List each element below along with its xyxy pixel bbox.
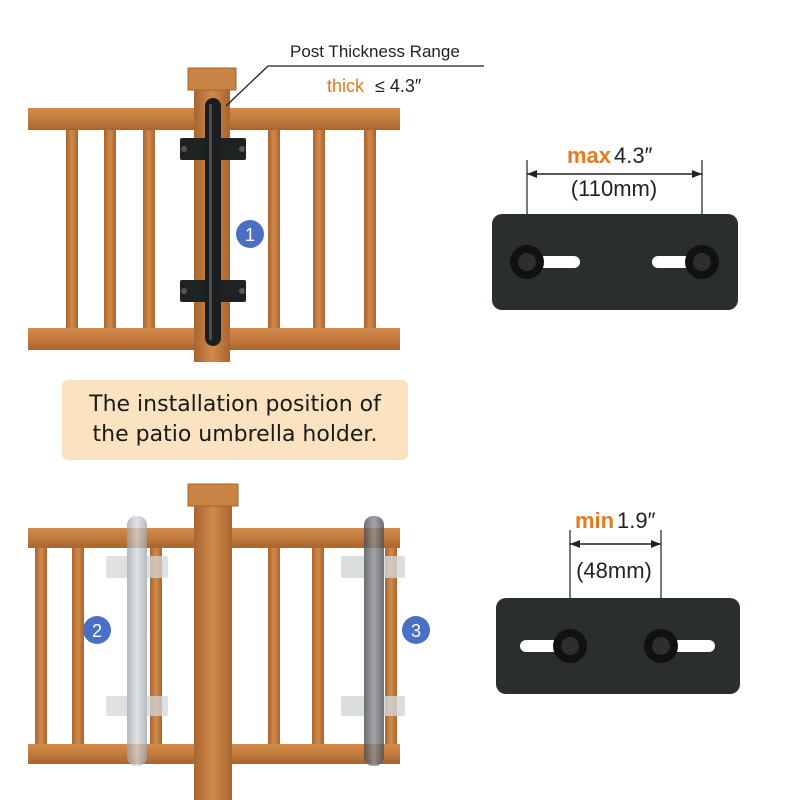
baluster [268, 548, 280, 744]
thick-value: ≤ 4.3″ [375, 76, 422, 96]
thick-word: thick [327, 76, 365, 96]
bottom-balusters [35, 548, 397, 744]
min-word: min [575, 508, 614, 533]
max-knob-left [510, 245, 544, 279]
max-slot-left [534, 256, 580, 268]
baluster [364, 130, 376, 328]
max-mm: (110mm) [571, 176, 657, 201]
min-knob-left [553, 629, 587, 663]
badge-2-label: 2 [92, 621, 102, 641]
baluster [385, 548, 397, 744]
badge-3-label: 3 [411, 621, 421, 641]
umbrella-holder-pole [205, 98, 221, 346]
baluster [312, 548, 324, 744]
post-range-title: Post Thickness Range [290, 42, 460, 61]
post-leader-line [225, 65, 484, 107]
top-railing [28, 67, 400, 362]
max-value: 4.3″ [614, 143, 653, 168]
baluster [104, 130, 116, 328]
max-word: max [567, 143, 612, 168]
max-plate-group: max 4.3″ (110mm) [492, 143, 738, 310]
badge-3 [402, 616, 430, 644]
badge-1-label: 1 [245, 225, 255, 245]
min-mounting-plate [496, 598, 740, 694]
baluster [35, 548, 47, 744]
caption-line-2: the patio umbrella holder. [92, 422, 378, 447]
baluster [66, 130, 78, 328]
bottom-post-cap [187, 483, 239, 507]
top-post-cap [187, 67, 237, 91]
top-balusters [66, 130, 376, 328]
baluster [150, 548, 162, 744]
baluster [268, 130, 280, 328]
ghost-holder-2 [106, 516, 168, 766]
baluster [313, 130, 325, 328]
ghost-holder-3 [341, 516, 405, 766]
min-value: 1.9″ [617, 508, 656, 533]
badge-1 [236, 220, 264, 248]
max-knob-right [685, 245, 719, 279]
baluster [143, 130, 155, 328]
min-plate-group: min 1.9″ (48mm) [496, 508, 740, 694]
max-mounting-plate [492, 214, 738, 310]
min-knob-right [644, 629, 678, 663]
caption-box: The installation position of the patio u… [62, 380, 408, 460]
min-mm: (48mm) [576, 558, 652, 583]
bottom-post [194, 504, 232, 800]
baluster [72, 548, 84, 744]
badge-2 [83, 616, 111, 644]
bottom-railing [28, 483, 405, 800]
caption-line-1: The installation position of [89, 392, 381, 417]
